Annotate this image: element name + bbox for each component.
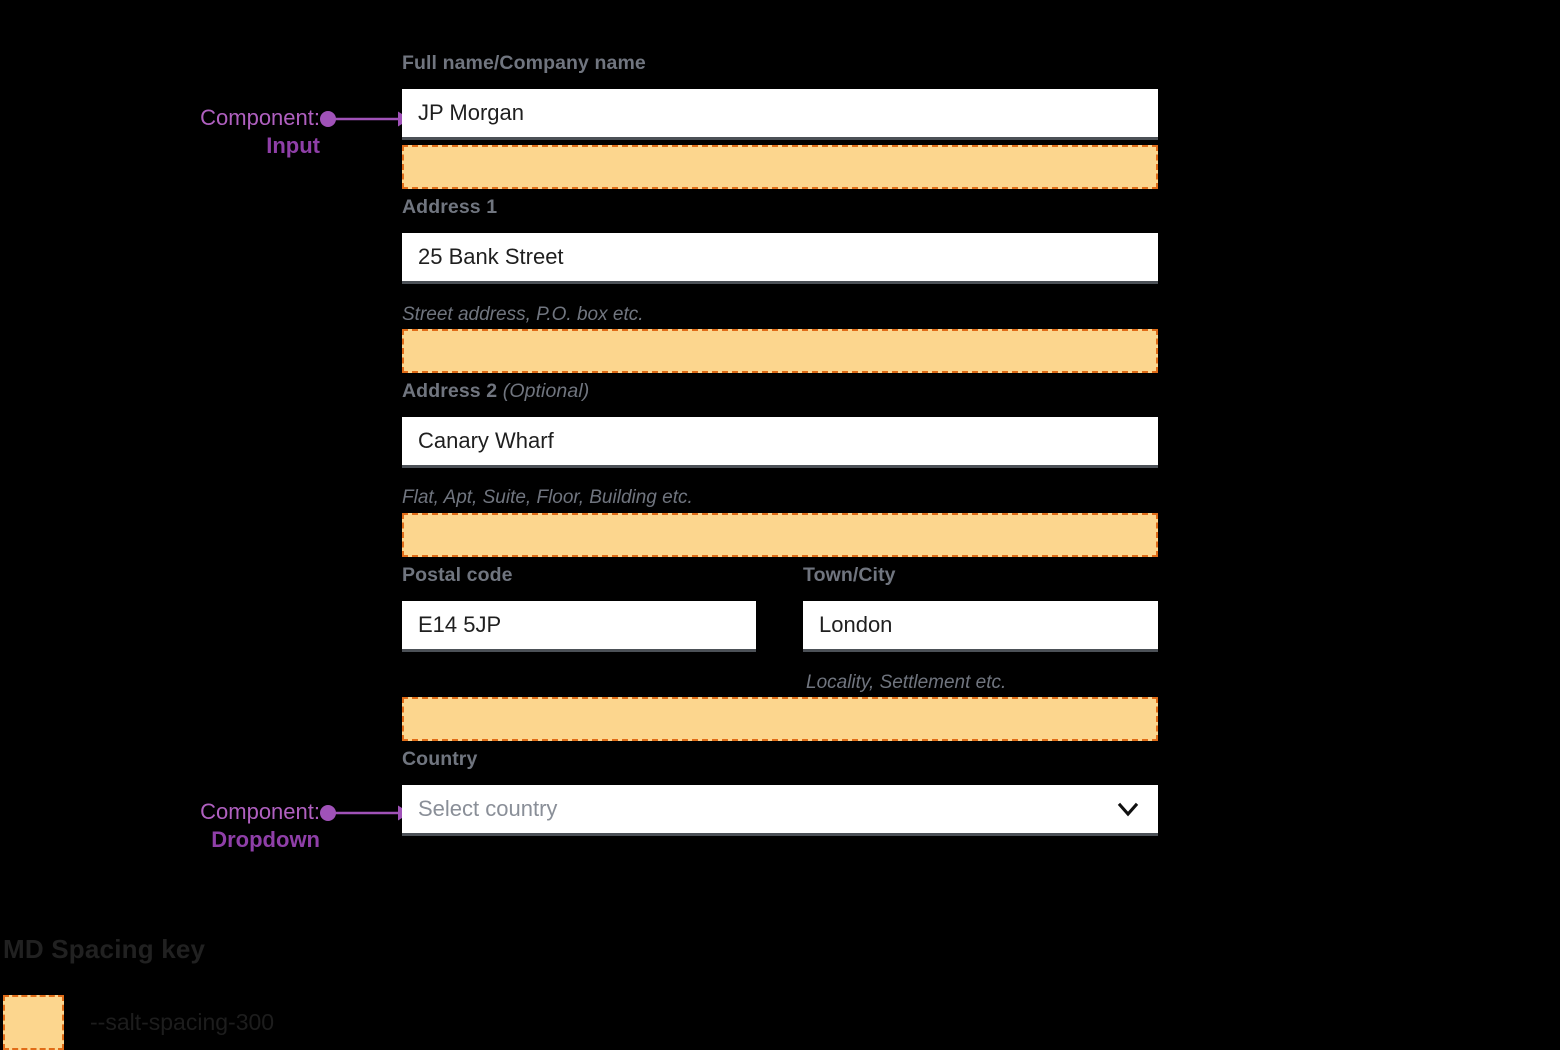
spacing-block-4 xyxy=(402,697,1158,741)
spacing-key-legend-row: --salt-spacing-300 xyxy=(3,995,274,1050)
input-full-name-value: JP Morgan xyxy=(418,100,524,125)
helper-town-city: Locality, Settlement etc. xyxy=(806,672,1007,693)
dropdown-country-value: Select country xyxy=(418,796,558,821)
label-postal-code: Postal code xyxy=(402,564,513,586)
input-postal-code[interactable]: E14 5JP xyxy=(402,601,756,652)
spacing-token-label: --salt-spacing-300 xyxy=(90,1009,275,1035)
input-town-city[interactable]: London xyxy=(803,601,1158,652)
connector-dropdown-arrow xyxy=(320,805,410,821)
label-town-city: Town/City xyxy=(803,564,896,586)
annotation-dropdown: Component: Dropdown xyxy=(90,798,320,854)
spacing-key-section: MD Spacing key xyxy=(3,934,503,965)
helper-address-1: Street address, P.O. box etc. xyxy=(402,304,644,325)
chevron-down-icon[interactable] xyxy=(1114,795,1142,823)
annotation-dropdown-kind: Component: xyxy=(200,799,320,824)
label-address-2: Address 2 (Optional) xyxy=(402,380,589,402)
input-full-name[interactable]: JP Morgan xyxy=(402,89,1158,140)
label-address-1: Address 1 xyxy=(402,196,498,218)
spacing-block-2 xyxy=(402,329,1158,373)
dropdown-country[interactable]: Select country xyxy=(402,785,1158,836)
input-address-1[interactable]: 25 Bank Street xyxy=(402,233,1158,284)
input-town-city-value: London xyxy=(819,612,893,637)
connector-input-arrow xyxy=(320,111,410,127)
annotation-input-name: Input xyxy=(266,133,320,159)
input-postal-code-value: E14 5JP xyxy=(418,612,502,637)
annotation-input-kind: Component: xyxy=(200,105,320,130)
helper-address-2: Flat, Apt, Suite, Floor, Building etc. xyxy=(402,487,693,508)
input-address-1-value: 25 Bank Street xyxy=(418,244,564,269)
annotation-input: Component: Input xyxy=(120,104,320,160)
input-address-2-value: Canary Wharf xyxy=(418,428,554,453)
input-address-2[interactable]: Canary Wharf xyxy=(402,417,1158,468)
spacing-block-1 xyxy=(402,145,1158,189)
spacing-block-3 xyxy=(402,513,1158,557)
annotation-dropdown-name: Dropdown xyxy=(211,827,320,853)
spacing-swatch xyxy=(3,995,64,1050)
label-country: Country xyxy=(402,748,478,770)
label-address-2-optional: (Optional) xyxy=(502,380,590,402)
spacing-key-title: MD Spacing key xyxy=(3,934,206,964)
label-address-2-text: Address 2 xyxy=(402,380,498,402)
label-full-name: Full name/Company name xyxy=(402,52,646,74)
